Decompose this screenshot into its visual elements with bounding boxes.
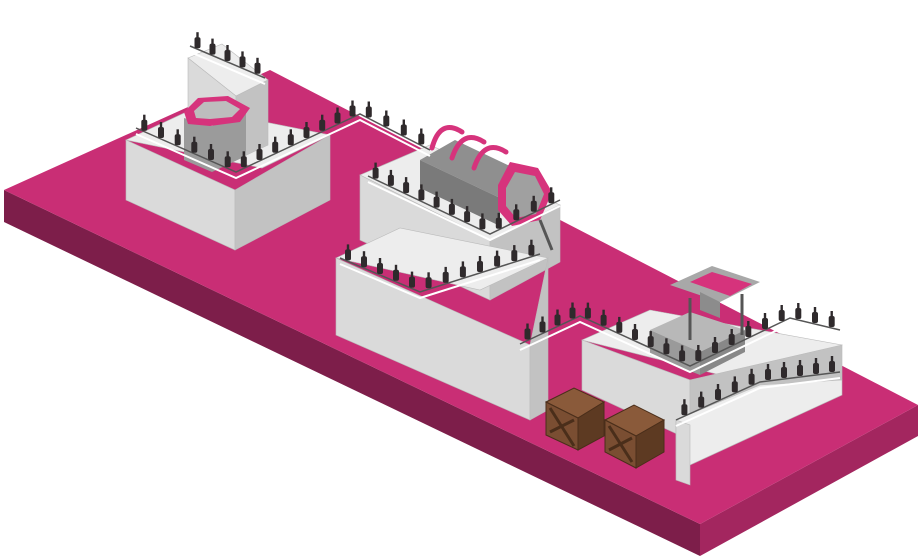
bottle-icon — [349, 100, 356, 117]
bottle-icon — [272, 136, 279, 153]
conveyor-rail — [135, 113, 431, 173]
bottle-icon — [303, 122, 310, 138]
conveyor-rail — [189, 51, 266, 85]
conveyor-rail — [189, 45, 266, 79]
bottle-icon — [715, 384, 721, 400]
bottle-icon — [141, 114, 148, 131]
bottle-icon — [387, 169, 394, 186]
bottle-icon — [745, 321, 752, 337]
bottle-icon — [524, 323, 531, 340]
bottle-icon — [174, 129, 181, 146]
bottle-icon — [372, 162, 379, 179]
crate-left — [544, 387, 606, 451]
bottle-icon — [569, 302, 576, 319]
bottle-icon — [287, 129, 294, 146]
conveyor-rail — [367, 175, 561, 235]
bottle-icon — [778, 305, 785, 321]
bottle-icon — [254, 57, 261, 74]
bottle-icon — [600, 309, 607, 326]
bottle-icon — [403, 177, 410, 194]
bottle-icon — [765, 364, 771, 380]
conveyor-rail — [519, 315, 841, 367]
platform-left-face — [4, 190, 700, 556]
conveyor-rail — [339, 259, 541, 300]
bottle-icon — [209, 38, 216, 55]
octagon-tank — [184, 96, 250, 172]
bottle-icon — [425, 272, 432, 289]
bottle-icon — [334, 107, 341, 124]
bottle-icon — [795, 303, 802, 319]
bottle-icon — [464, 206, 471, 223]
bottle-icon — [530, 195, 537, 212]
bottle-icon — [781, 362, 787, 378]
crate-right — [603, 404, 666, 469]
bottle-icon — [433, 191, 440, 208]
bottle-icon — [459, 261, 466, 278]
conveyor-rail — [519, 320, 841, 374]
bottle-icon — [345, 244, 351, 261]
bottle-icon — [194, 32, 201, 49]
bottle-icon — [479, 213, 486, 230]
bottle-icon — [224, 151, 231, 168]
bottle-icon — [698, 391, 705, 408]
bottle-icon — [748, 368, 755, 385]
bottle-icon — [418, 128, 425, 145]
bottle-icon — [239, 51, 246, 68]
bottle-icon — [681, 399, 688, 416]
bottle-icon — [695, 345, 702, 361]
conveyor-rail — [135, 118, 431, 180]
bottle-icon — [224, 45, 231, 61]
bottle-icon — [632, 324, 638, 340]
bottle-icon — [365, 101, 372, 118]
bottle-icon — [448, 198, 455, 215]
bottle-icon — [828, 311, 835, 327]
bottle-icon — [762, 313, 768, 329]
bottle-icon — [361, 251, 367, 268]
bottle-icon — [208, 144, 214, 160]
conveyor-rail — [367, 181, 561, 242]
bottle-icon — [797, 360, 803, 376]
bottle-icon — [511, 245, 518, 262]
bottle-icon — [513, 204, 520, 221]
bottle-icon — [679, 345, 686, 362]
bottle-icon — [829, 356, 835, 372]
bottle-icon — [477, 256, 483, 272]
bottle-icon — [616, 316, 623, 333]
bottle-icon — [539, 316, 546, 333]
bottle-icon — [409, 271, 415, 288]
bottle-icon — [393, 264, 399, 281]
bottle-icon — [418, 184, 425, 201]
bottle-conveyor — [141, 32, 835, 416]
bottle-icon — [812, 307, 818, 323]
conveyor-rail — [675, 371, 841, 421]
bottle-icon — [728, 329, 735, 345]
conveyor-rail — [675, 377, 841, 427]
bottle-icon — [240, 151, 247, 168]
platform-front-face — [700, 405, 918, 556]
bottle-icon — [319, 114, 326, 131]
bottle-icon — [191, 136, 198, 153]
bottle-icon — [813, 358, 819, 374]
bottle-icon — [647, 331, 654, 348]
conveyor-rail — [339, 253, 541, 293]
bottle-icon — [383, 110, 390, 127]
bottle-icon — [731, 376, 738, 393]
bottle-icon — [528, 239, 535, 256]
bottle-icon — [442, 266, 449, 283]
bottle-icon — [377, 258, 383, 274]
bottle-icon — [554, 309, 561, 326]
bottle-icon — [400, 119, 407, 136]
bottle-conveyor-rails — [135, 45, 841, 427]
bottle-icon — [548, 187, 555, 204]
bottle-icon — [494, 250, 501, 267]
bottle-icon — [584, 302, 591, 319]
bottle-icon — [495, 212, 502, 229]
bottle-icon — [158, 122, 164, 138]
bottle-icon — [712, 337, 718, 353]
bottle-icon — [256, 144, 263, 160]
bottle-icon — [663, 338, 670, 355]
